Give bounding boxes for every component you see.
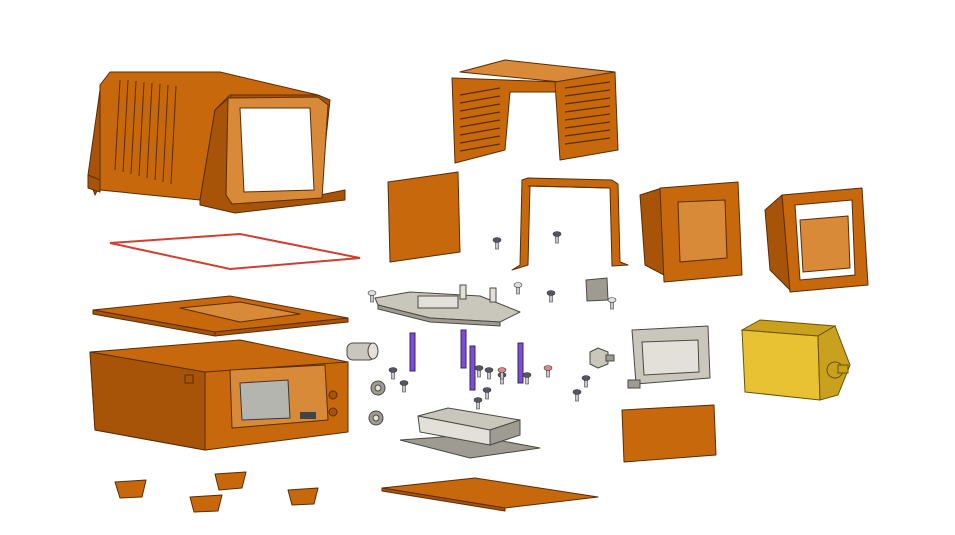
- display-module: [627, 325, 711, 389]
- knob: [589, 347, 615, 369]
- screw: [474, 365, 484, 378]
- knob: [368, 410, 384, 426]
- screw: [543, 365, 553, 378]
- heatsink: [399, 407, 541, 459]
- square-panel: [387, 171, 461, 263]
- screw: [367, 290, 377, 303]
- knob: [370, 380, 386, 396]
- screw: [492, 237, 502, 250]
- screw: [399, 380, 409, 393]
- screw: [546, 290, 556, 303]
- u-bracket: [511, 177, 629, 271]
- standoffs: [409, 329, 524, 391]
- screw: [581, 375, 591, 388]
- lower-enclosure: [89, 339, 349, 451]
- screw: [522, 372, 532, 385]
- gasket: [109, 232, 361, 271]
- front-frame: [639, 181, 743, 283]
- screw: [497, 367, 507, 380]
- mid-plate: [92, 295, 349, 337]
- small-plate: [585, 277, 609, 302]
- pcb: [374, 284, 521, 327]
- standoff: [409, 332, 416, 372]
- standoff: [460, 329, 467, 369]
- upper-housing: [87, 71, 346, 214]
- hood: [764, 187, 869, 293]
- base-plate: [381, 477, 599, 512]
- screw: [572, 389, 582, 402]
- screw: [482, 387, 492, 400]
- label-plate: [300, 412, 316, 419]
- orange-panel: [621, 404, 717, 463]
- screw: [607, 297, 617, 310]
- screw: [388, 367, 398, 380]
- cylinder-spacer: [346, 342, 379, 361]
- knobs: [368, 347, 615, 426]
- standoff: [469, 345, 476, 391]
- screws: [367, 231, 617, 410]
- junction-box: [740, 319, 851, 401]
- screw: [513, 282, 523, 295]
- vented-cover: [451, 59, 619, 164]
- screw: [473, 397, 483, 410]
- feet: [114, 471, 319, 513]
- screw: [552, 231, 562, 244]
- standoff: [517, 342, 524, 384]
- screw: [484, 367, 494, 380]
